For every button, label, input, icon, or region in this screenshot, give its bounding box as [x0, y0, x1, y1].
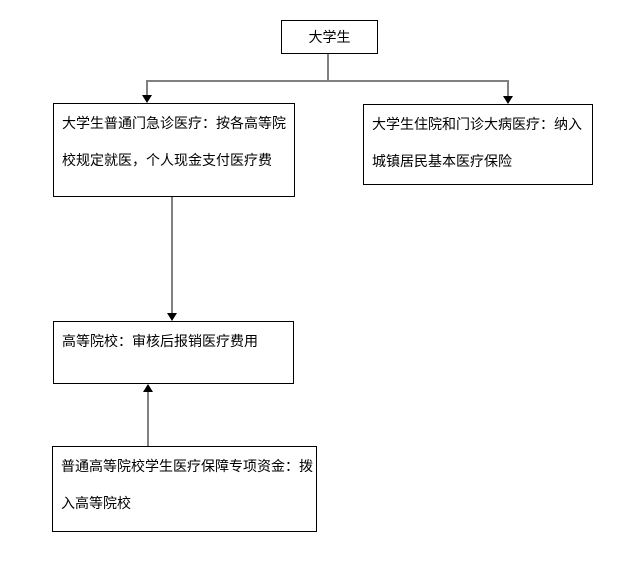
arrow-down-icon [503, 96, 513, 104]
node-outpatient-line1: 大学生普通门急诊医疗：按各高等院 [62, 116, 286, 132]
node-inpatient: 大学生住院和门诊大病医疗：纳入 城镇居民基本医疗保险 [363, 104, 593, 185]
node-inpatient-line2: 城镇居民基本医疗保险 [372, 154, 512, 170]
arrow-up-icon [143, 384, 153, 392]
edge-outpatient-college-line [171, 197, 173, 313]
node-outpatient: 大学生普通门急诊医疗：按各高等院 校规定就医，个人现金支付医疗费 [53, 103, 295, 197]
node-student: 大学生 [281, 20, 378, 54]
node-fund-line2: 入高等院校 [61, 496, 131, 512]
node-student-label: 大学生 [308, 30, 351, 46]
edge-student-outpatient-line [146, 80, 148, 95]
edge-fund-college-line [147, 392, 149, 446]
edge-student-inpatient-line [507, 80, 509, 96]
edge-student-stem-line [327, 54, 329, 81]
arrow-down-icon [167, 313, 177, 321]
node-college-label: 高等院校：审核后报销医疗费用 [62, 334, 258, 350]
node-fund: 普通高等院校学生医疗保障专项资金：拨 入高等院校 [52, 446, 317, 532]
edge-student-split-line [146, 80, 509, 82]
node-inpatient-line1: 大学生住院和门诊大病医疗：纳入 [372, 117, 582, 133]
arrow-down-icon [142, 95, 152, 103]
node-fund-line1: 普通高等院校学生医疗保障专项资金：拨 [61, 459, 313, 475]
node-outpatient-line2: 校规定就医，个人现金支付医疗费 [62, 153, 272, 169]
node-college: 高等院校：审核后报销医疗费用 [53, 321, 294, 384]
